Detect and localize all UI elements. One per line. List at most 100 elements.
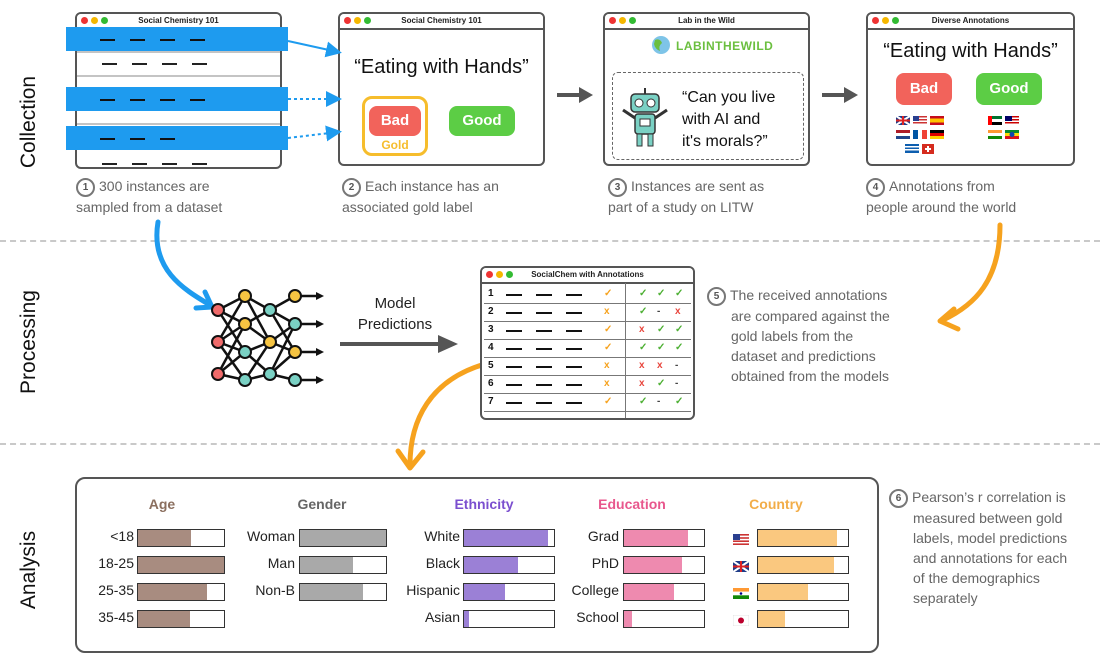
flag-icon: [988, 130, 1002, 139]
flag-icon: [1005, 130, 1019, 139]
step-number: 5: [707, 287, 726, 306]
bad-label: Bad: [896, 73, 952, 105]
redacted-text: [506, 294, 606, 296]
annotation-mark: ✓: [657, 378, 666, 389]
education-bar: [623, 556, 705, 574]
arrow-icon: [557, 87, 593, 103]
window-title: Lab in the Wild: [678, 16, 735, 25]
ethnicity-label: White: [424, 528, 460, 544]
window-title: Social Chemistry 101: [138, 16, 219, 25]
bar-fill: [138, 611, 190, 627]
country-bar: [757, 529, 849, 547]
annotation-mark: x: [639, 360, 645, 371]
education-bar: [623, 583, 705, 601]
ethnicity-bar: [463, 529, 555, 547]
annotator-flags-good: [988, 116, 1019, 139]
annotation-mark: -: [675, 360, 679, 371]
bar-fill: [300, 557, 354, 573]
redacted-text: [506, 348, 606, 350]
redacted-text: [506, 384, 606, 386]
gender-bar: [299, 556, 387, 574]
bar-fill: [624, 584, 674, 600]
good-label: Good: [449, 106, 515, 136]
annotation-mark: ✓: [657, 324, 666, 335]
gender-heading: Gender: [297, 496, 347, 512]
age-bar: [137, 583, 225, 601]
bar-fill: [138, 584, 207, 600]
bar-fill: [758, 557, 834, 573]
step-number: 6: [889, 489, 908, 508]
age-label: 35-45: [98, 609, 134, 625]
arrow-icon: [822, 87, 858, 103]
age-bar: [137, 610, 225, 628]
education-bar: [623, 529, 705, 547]
gold-mark: x: [604, 378, 610, 389]
annotation-mark: ✓: [675, 342, 684, 353]
flag-icon: [922, 144, 934, 154]
flow-arrows: [154, 40, 1003, 471]
ethnicity-bar: [463, 556, 555, 574]
age-bar: [137, 556, 225, 574]
gold-mark: x: [604, 306, 610, 317]
bad-label: Bad: [369, 106, 421, 136]
table-row: 4✓✓✓✓: [484, 340, 691, 358]
annotation-mark: x: [657, 360, 663, 371]
divider: [0, 240, 1100, 242]
window-title: Diverse Annotations: [931, 16, 1010, 25]
flag-icon: [930, 130, 944, 139]
annotation-mark: ✓: [639, 288, 648, 299]
annotation-mark: ✓: [675, 288, 684, 299]
step-number: 3: [608, 178, 627, 197]
globe-icon: [652, 36, 670, 54]
flag-icon: [913, 116, 927, 125]
instance-quote: “Eating with Hands”: [883, 40, 1058, 62]
redacted-text: [506, 312, 606, 314]
education-label: School: [576, 609, 619, 625]
row-number: 5: [488, 360, 494, 371]
study-question: “Can you live with AI and it's morals?”: [682, 89, 776, 150]
age-label: <18: [110, 528, 134, 544]
education-label: Grad: [587, 528, 619, 544]
jp-flag-icon: [732, 613, 750, 631]
bar-fill: [624, 611, 632, 627]
annotation-mark: x: [639, 324, 645, 335]
ethnicity-heading: Ethnicity: [454, 496, 514, 512]
flag-icon: [896, 130, 910, 139]
annotation-mark: ✓: [639, 306, 648, 317]
flag-icon: [930, 116, 944, 125]
annotation-mark: ✓: [639, 342, 648, 353]
gold-mark: x: [604, 360, 610, 371]
gender-label: Man: [267, 555, 295, 571]
bar-fill: [138, 530, 192, 546]
model-predictions-label: Model Predictions: [357, 295, 433, 333]
bar-fill: [624, 557, 683, 573]
annotation-mark: -: [657, 306, 661, 317]
bar-fill: [300, 530, 386, 546]
good-label: Good: [976, 73, 1042, 105]
neural-network-icon: [211, 289, 324, 387]
bar-fill: [300, 584, 363, 600]
row-number: 1: [488, 288, 494, 299]
bar-fill: [138, 557, 224, 573]
gender-label: Non-B: [255, 582, 295, 598]
step-number: 2: [342, 178, 361, 197]
bar-fill: [464, 530, 548, 546]
gold-label-window: Social Chemistry 101: [338, 12, 545, 166]
table-divider: [625, 283, 626, 418]
country-bar: [757, 583, 849, 601]
flag-icon: [895, 115, 911, 126]
gender-bar: [299, 583, 387, 601]
ethnicity-label: Hispanic: [406, 582, 460, 598]
education-bar: [623, 610, 705, 628]
table-row: 3✓x✓✓: [484, 322, 691, 340]
redacted-text: [506, 402, 606, 404]
robot-icon: [622, 88, 668, 147]
row-number: 2: [488, 306, 494, 317]
row-number: 3: [488, 324, 494, 335]
